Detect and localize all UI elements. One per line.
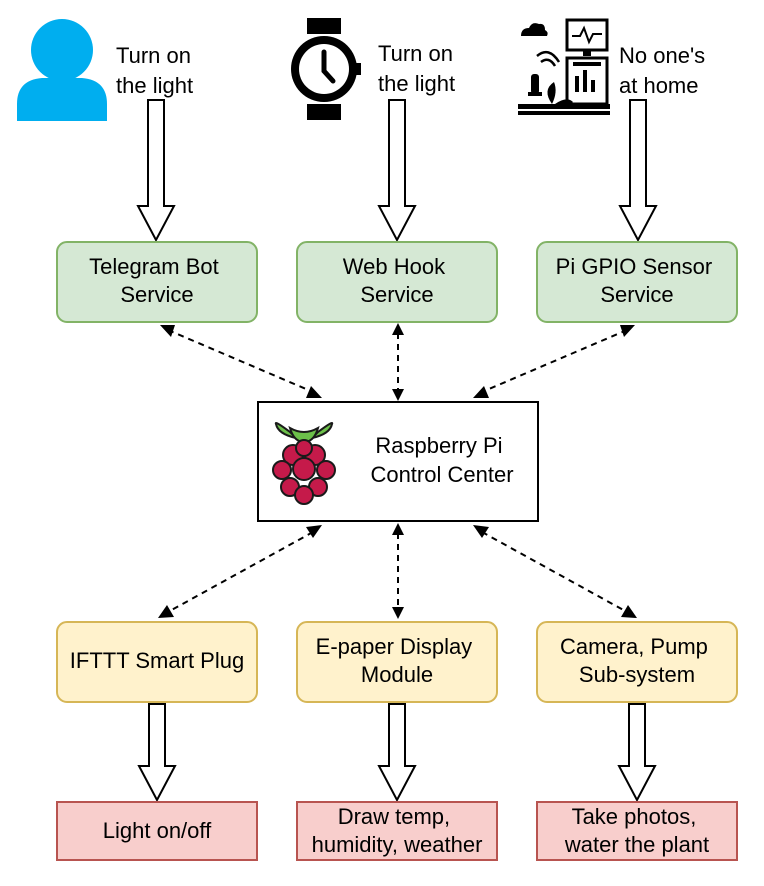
web-hook-service: Web Hook Service <box>296 241 498 323</box>
connector-gpio-center <box>473 325 635 398</box>
iot-sensor-icon <box>518 18 610 115</box>
svg-text:Take photos, water the p: Take photos, water the plant <box>564 804 709 857</box>
connector-webhook-center <box>392 323 404 401</box>
svg-text:Telegram Bot Service: Telegram Bot Service <box>89 254 225 307</box>
connector-center-camera <box>473 525 637 618</box>
svg-text:Web Hook Service: Web Hook Service <box>343 254 451 307</box>
svg-text:IFTTT Smart Plug: IFTTT Smart Plug <box>70 648 244 673</box>
camera-pump-subsystem: Camera, Pump Sub-system <box>536 621 738 703</box>
telegram-bot-service: Telegram Bot Service <box>56 241 258 323</box>
svg-text:Draw temp, humidity, wea: Draw temp, humidity, weather <box>312 804 483 857</box>
svg-text:Camera, Pump Sub-system: Camera, Pump Sub-system <box>560 634 714 687</box>
photos-water-output: Take photos, water the plant <box>536 801 738 861</box>
output-arrow-3 <box>617 703 657 803</box>
svg-text:E-paper Display Module: E-paper Display Module <box>316 634 479 687</box>
svg-text:Light on/off: Light on/off <box>103 818 212 843</box>
output-arrow-2 <box>377 703 417 803</box>
input-arrow-1 <box>136 99 176 243</box>
light-on-off-output: Light on/off <box>56 801 258 861</box>
sensor-label: No one's at home <box>619 43 711 98</box>
connector-center-epaper <box>392 523 404 619</box>
user-icon <box>17 19 107 121</box>
input-arrow-3 <box>618 99 658 243</box>
smartwatch-icon <box>291 18 361 120</box>
epaper-display-module: E-paper Display Module <box>296 621 498 703</box>
input-arrow-2 <box>377 99 417 243</box>
svg-text:Raspberry Pi Control Cen: Raspberry Pi Control Center <box>370 433 513 487</box>
raspberry-pi-control-center: Raspberry Pi Control Center <box>257 401 539 522</box>
user-label: Turn on the light <box>116 43 197 98</box>
connector-center-ifttt <box>158 525 322 618</box>
draw-weather-output: Draw temp, humidity, weather <box>296 801 498 861</box>
output-arrow-1 <box>137 703 177 803</box>
pi-gpio-sensor-service: Pi GPIO Sensor Service <box>536 241 738 323</box>
svg-text:Pi GPIO Sensor Service: Pi GPIO Sensor Service <box>556 254 719 307</box>
ifttt-smart-plug: IFTTT Smart Plug <box>56 621 258 703</box>
raspberry-pi-logo <box>272 422 336 505</box>
connector-telegram-center <box>160 325 322 398</box>
watch-label: Turn on the light <box>378 41 459 96</box>
